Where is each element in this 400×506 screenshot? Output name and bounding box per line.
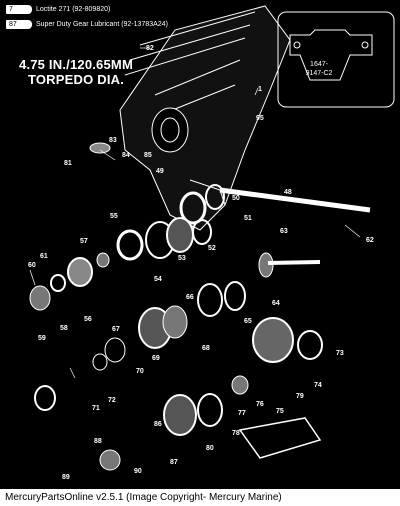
exploded-parts-diagram <box>29 5 395 471</box>
legend-row-lubricant: 87 Super Duty Gear Lubricant (92-13783A2… <box>6 18 168 30</box>
callout-62: 62 <box>366 237 374 244</box>
callout-60: 60 <box>28 262 36 269</box>
callout-50: 50 <box>232 195 240 202</box>
callout-52: 52 <box>208 245 216 252</box>
callout-90: 90 <box>134 468 142 475</box>
leader-lines <box>29 47 361 379</box>
callout-55: 55 <box>110 213 118 220</box>
legend-row-loctite: 7 Loctite 271 (92-809820) <box>6 3 110 15</box>
callout-86: 86 <box>154 421 162 428</box>
callout-53: 53 <box>178 255 186 262</box>
callout-85: 85 <box>144 152 152 159</box>
inset-part-id: 1647- 9147-C2 <box>305 61 333 77</box>
callout-51: 51 <box>244 215 252 222</box>
torpedo-diameter-note: 4.75 IN./120.65MM TORPEDO DIA. <box>6 57 146 87</box>
callout-59: 59 <box>38 335 46 342</box>
callout-68: 68 <box>202 345 210 352</box>
callout-58: 58 <box>60 325 68 332</box>
torpedo-line-2: TORPEDO DIA. <box>27 72 125 87</box>
callout-87: 87 <box>170 459 178 466</box>
callout-63: 63 <box>280 228 288 235</box>
callout-48: 48 <box>284 189 292 196</box>
copyright-footer: MercuryPartsOnline v2.5.1 (Image Copyrig… <box>0 489 400 506</box>
callout-82: 82 <box>146 45 154 52</box>
callout-49: 49 <box>156 168 164 175</box>
tube-icon: 87 <box>6 19 32 29</box>
callout-88: 88 <box>94 438 102 445</box>
callout-75: 75 <box>276 408 284 415</box>
callout-71: 71 <box>92 405 100 412</box>
callout-72: 72 <box>108 397 116 404</box>
callout-77: 77 <box>238 410 246 417</box>
callout-1: 1 <box>258 86 262 93</box>
callout-69: 69 <box>152 355 160 362</box>
gear-parts <box>29 142 371 471</box>
callout-76: 76 <box>256 401 264 408</box>
callout-83: 83 <box>109 137 117 144</box>
callout-70: 70 <box>136 368 144 375</box>
callout-89: 89 <box>62 474 70 481</box>
tube-icon: 7 <box>6 4 32 14</box>
callout-54: 54 <box>154 276 162 283</box>
callout-64: 64 <box>272 300 280 307</box>
callout-67: 67 <box>112 326 120 333</box>
callout-61: 61 <box>40 253 48 260</box>
legend-label: Loctite 271 (92-809820) <box>36 5 111 13</box>
callout-74: 74 <box>314 382 322 389</box>
inset-detail-box <box>277 11 395 108</box>
callout-73: 73 <box>336 350 344 357</box>
callout-65: 65 <box>244 318 252 325</box>
callout-80: 80 <box>206 445 214 452</box>
callout-81: 81 <box>64 160 72 167</box>
callout-57: 57 <box>80 238 88 245</box>
torpedo-line-1: 4.75 IN./120.65MM <box>19 57 133 72</box>
callout-66: 66 <box>186 294 194 301</box>
legend-label: Super Duty Gear Lubricant (92-13783A24) <box>36 20 168 28</box>
callout-84: 84 <box>122 152 130 159</box>
callout-78: 78 <box>232 430 240 437</box>
callout-79: 79 <box>296 393 304 400</box>
callout-95: 95 <box>256 115 264 122</box>
callout-56: 56 <box>84 316 92 323</box>
